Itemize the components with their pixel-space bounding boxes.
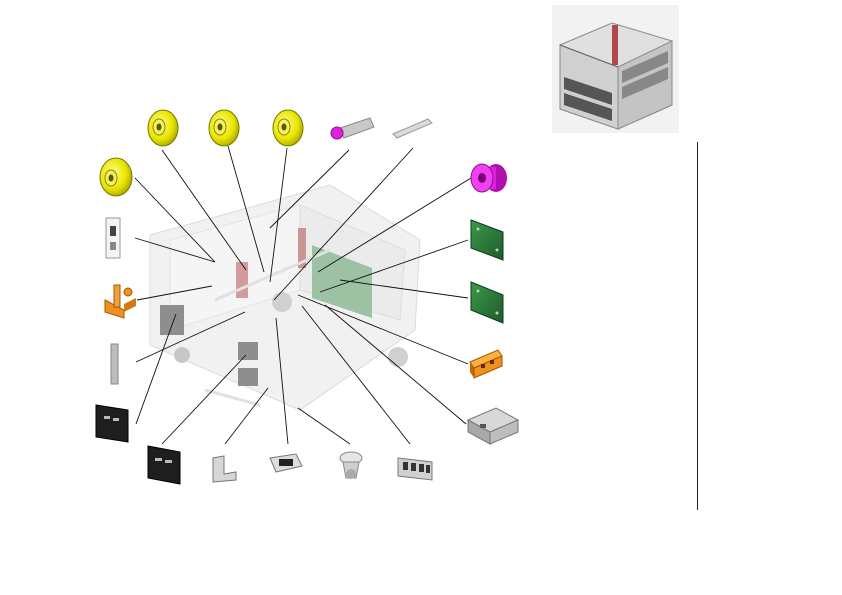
divider-line [697,142,698,510]
black-cover-1 [147,445,181,485]
yellow-roller-3 [272,109,304,147]
yellow-roller-2 [208,109,240,147]
assembly-thumbnail [552,5,679,133]
orange-connector [469,349,503,379]
yellow-roller-4 [99,157,133,197]
yellow-roller-1 [147,109,179,147]
green-pcb-1 [470,219,504,261]
l-bracket [212,455,237,483]
main-assembly [149,184,421,411]
magenta-gear [470,163,507,193]
metal-pin [392,118,433,139]
black-clip [269,453,303,473]
connector-block [397,457,433,481]
magenta-shaft [330,117,375,140]
roller-bracket [339,451,363,479]
leader-lines [134,145,472,445]
gray-rod [110,343,119,385]
green-pcb-2 [470,281,504,324]
latch-plate [105,217,121,259]
orange-lever [104,284,136,319]
black-cover-2 [95,404,129,443]
gray-box [466,407,520,445]
